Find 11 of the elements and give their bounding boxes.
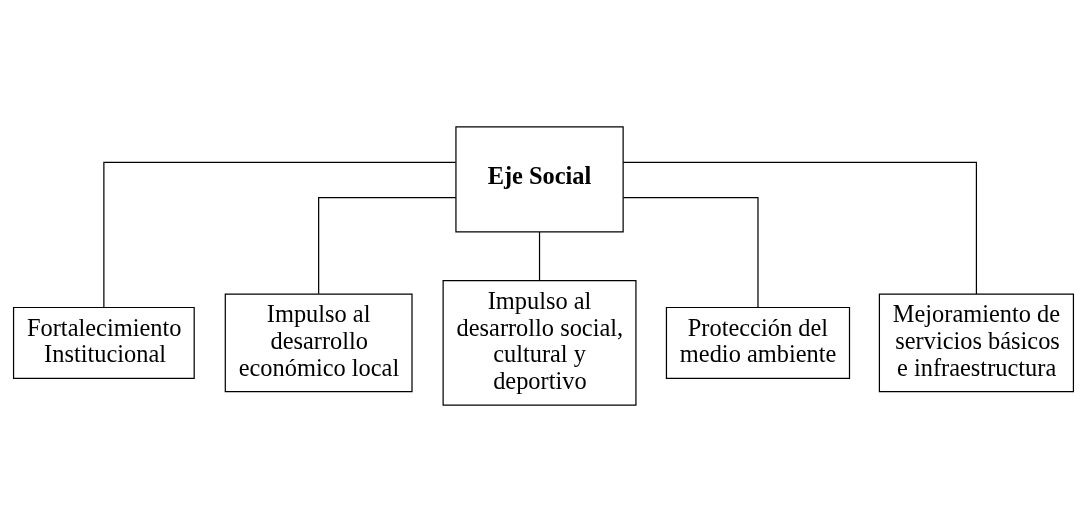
connector <box>538 231 541 282</box>
connector <box>622 197 759 308</box>
connector <box>622 161 978 295</box>
connector <box>103 161 457 308</box>
node-box: Eje Social <box>455 126 624 233</box>
node-box: Impulso al desarrollo económico local <box>224 293 413 393</box>
node-box: Protección del medio ambiente <box>665 306 851 379</box>
node-box: Impulso al desarrollo social, cultural y deportivo <box>442 280 637 406</box>
connector <box>318 197 457 295</box>
node-box: Mejoramiento de servicios básicos e infraestructura <box>878 293 1075 393</box>
node-box: Fortalecimiento Institucional <box>12 306 195 379</box>
